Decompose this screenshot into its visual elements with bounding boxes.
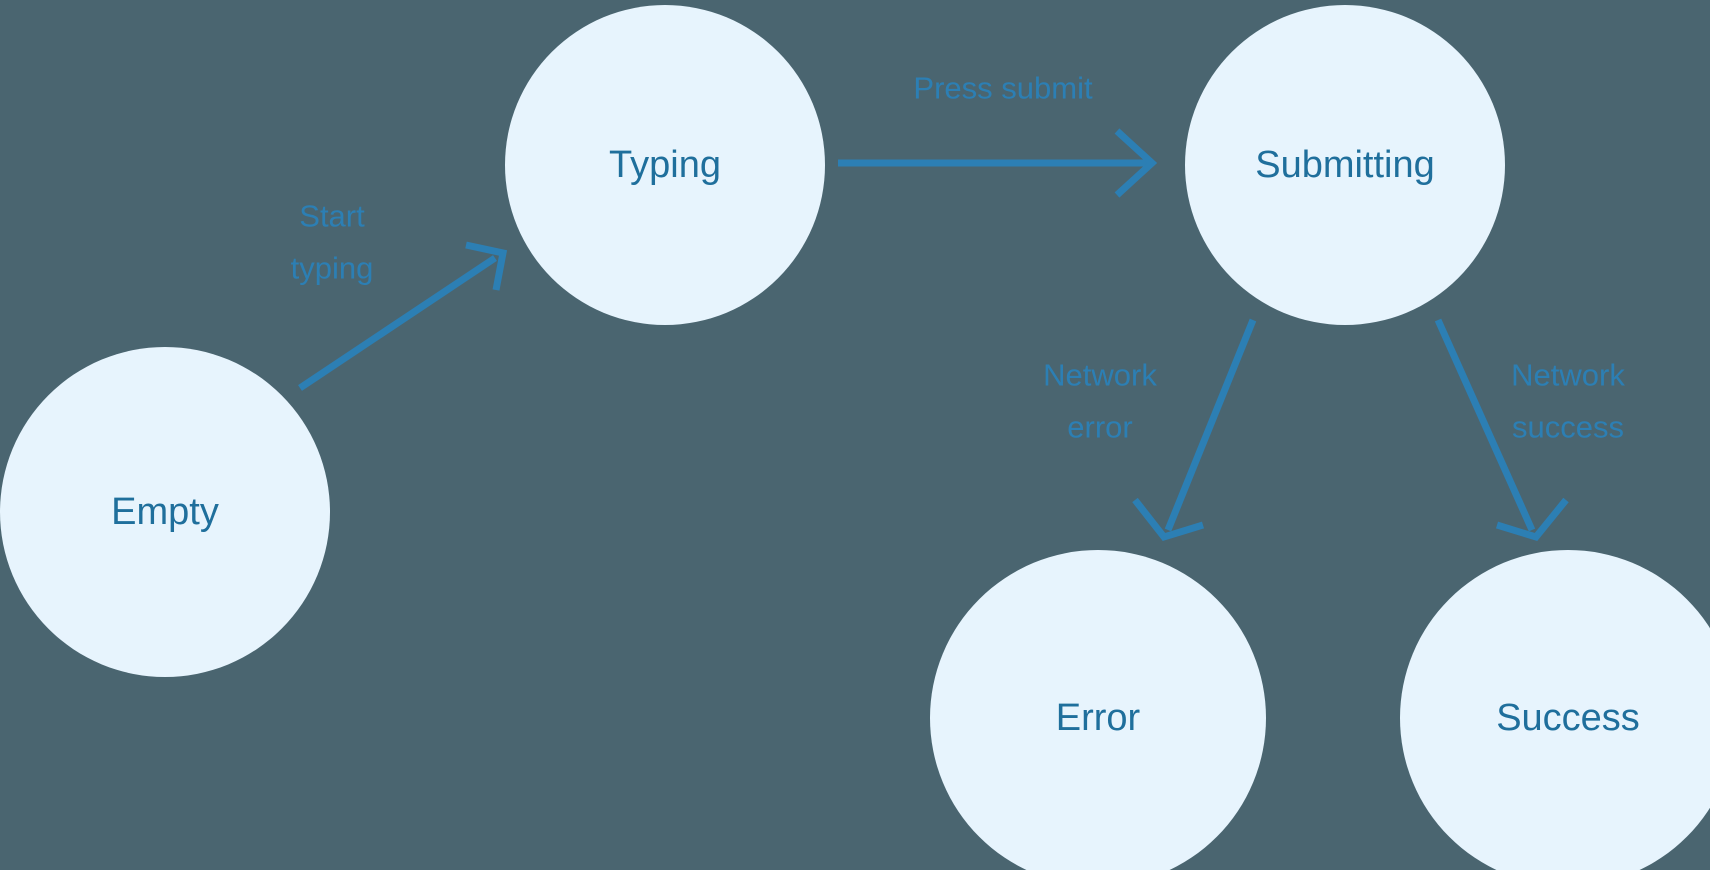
edge-submitting-to-success-line (1434, 318, 1536, 532)
node-empty-label: Empty (111, 491, 219, 533)
edge-submitting-to-success (1434, 318, 1569, 542)
edge-label-typing-to-submitting: Press submit (913, 71, 1093, 106)
edge-label-submitting-to-error: Network error (1043, 358, 1157, 445)
edge-empty-to-typing-line (298, 255, 497, 391)
edge-submitting-to-error-arrowhead (1132, 497, 1205, 542)
edge-label-empty-to-typing: Start typing (291, 199, 374, 286)
edge-typing-to-submitting-arrowhead (1114, 128, 1158, 198)
node-success-circle[interactable] (1400, 550, 1710, 870)
edge-submitting-to-success-arrowhead (1495, 497, 1569, 542)
edge-label-network-success-line2: success (1512, 410, 1624, 445)
edge-label-network-success-line1: Network (1511, 358, 1625, 393)
edge-submitting-to-error (1132, 318, 1257, 542)
edge-label-network-error-line2: error (1067, 410, 1132, 445)
node-typing-label: Typing (609, 144, 721, 186)
edge-empty-to-typing-arrowhead (465, 241, 508, 291)
node-typing[interactable]: Typing (505, 5, 825, 325)
node-empty[interactable]: Empty (0, 347, 330, 677)
edge-typing-to-submitting (838, 128, 1158, 198)
node-error-label: Error (1056, 697, 1141, 739)
node-typing-circle[interactable] (505, 5, 825, 325)
node-submitting[interactable]: Submitting (1185, 5, 1505, 325)
node-submitting-label: Submitting (1255, 144, 1435, 186)
node-empty-circle[interactable] (0, 347, 330, 677)
node-error-circle[interactable] (930, 550, 1266, 870)
node-success-label: Success (1496, 697, 1640, 739)
edge-submitting-to-error-line (1164, 318, 1257, 532)
edge-label-press-submit: Press submit (913, 71, 1093, 106)
node-error[interactable]: Error (930, 550, 1266, 870)
node-submitting-circle[interactable] (1185, 5, 1505, 325)
edge-label-submitting-to-success: Network success (1511, 358, 1625, 445)
node-success[interactable]: Success (1400, 550, 1710, 870)
edge-label-start-typing-line1: Start (299, 199, 365, 234)
edge-empty-to-typing (298, 241, 508, 391)
edge-label-network-error-line1: Network (1043, 358, 1157, 393)
edge-label-start-typing-line2: typing (291, 251, 374, 286)
